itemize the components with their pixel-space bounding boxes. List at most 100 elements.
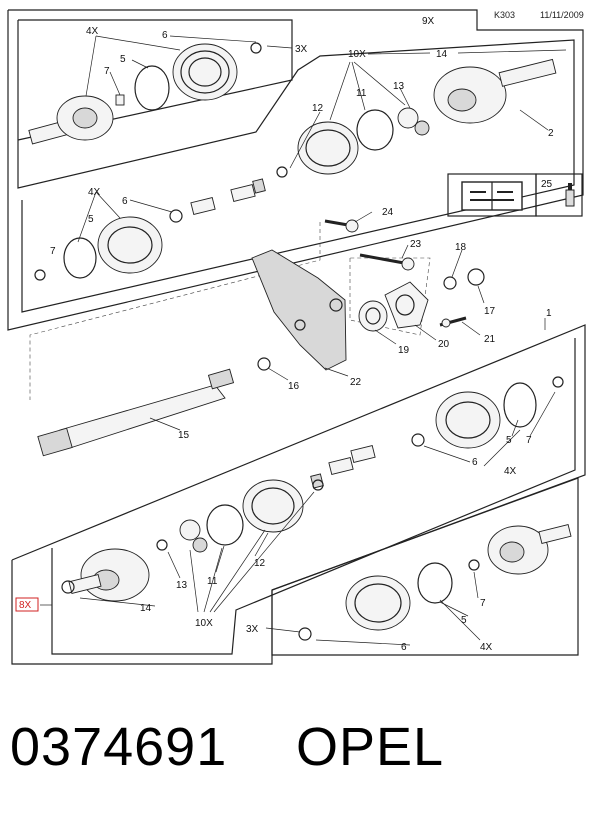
small-clamp-12-bottom [312, 479, 324, 491]
upper-shaft-outer-frame [7, 9, 584, 331]
callout-19: 19 [398, 345, 410, 356]
cv-boot-inner-top [297, 121, 359, 175]
clamp-ring-11-top [356, 109, 394, 151]
tripod-spider-13-bottom [179, 519, 208, 553]
callout-10x-top: 10X [348, 49, 366, 60]
callout-2: 2 [548, 128, 554, 139]
callout-6-c: 6 [472, 457, 478, 468]
outer-joint-kit-frame-bottom [271, 477, 579, 656]
callout-16: 16 [288, 381, 300, 392]
highlight-box-8x [15, 597, 39, 612]
clamp-ring-5-d [417, 562, 453, 604]
callout-20: 20 [438, 339, 450, 350]
small-clamp-6-d [298, 627, 312, 641]
bearing-19 [358, 300, 388, 332]
callout-3x-bottom: 3X [246, 624, 259, 635]
circlip-7-d [468, 559, 480, 571]
callout-4x-c: 4X [504, 466, 517, 477]
callout-4x-a: 4X [86, 26, 99, 37]
circlip-16 [257, 357, 271, 371]
shaft-dampers-second-row [190, 178, 266, 216]
brand-name: OPEL [296, 717, 445, 777]
callout-6-d: 6 [401, 642, 407, 653]
grease-tube-icon [565, 183, 575, 207]
callout-10x-bottom: 10X [195, 618, 213, 629]
cv-boot-top-outer [172, 43, 238, 101]
callout-11-top: 11 [356, 88, 367, 99]
clamp-ring-5-second [63, 237, 97, 279]
small-clamp-6-top [250, 42, 262, 54]
circlip-7-c [552, 376, 564, 388]
callout-4x-b: 4X [88, 187, 101, 198]
part-number: 0374691 [10, 717, 228, 777]
washer-18 [443, 276, 457, 290]
callout-22: 22 [350, 377, 362, 388]
grease-reference-box [535, 173, 583, 217]
callout-11-bottom: 11 [207, 576, 218, 587]
small-clamp-6-second [169, 209, 183, 223]
intermediate-shaft-15 [37, 368, 235, 457]
callout-7-b: 7 [50, 246, 56, 257]
shaft-dampers-bottom [310, 444, 376, 489]
exploded-driveshaft-diagram: K303 11/11/2009 [7, 9, 586, 665]
callout-5-c: 5 [506, 435, 512, 446]
circlip-bottom-left [61, 580, 75, 594]
manual-wrench-icon [461, 181, 523, 211]
callout-5-b: 5 [88, 214, 94, 225]
callout-17: 17 [484, 306, 496, 317]
bolt-23 [359, 253, 415, 271]
callout-18: 18 [455, 242, 467, 253]
bolt-21 [439, 316, 467, 328]
leader-lines-top [77, 35, 567, 243]
cv-boot-inner-bottom [242, 479, 304, 533]
callout-5-a: 5 [120, 54, 126, 65]
upper-shaft-inner-frame [17, 20, 575, 313]
leader-lines-bottom [40, 318, 556, 646]
callout-1: 1 [546, 308, 552, 319]
callout-13-bottom: 13 [176, 580, 188, 591]
callout-7-d: 7 [480, 598, 486, 609]
diagram-code: K303 [494, 10, 515, 20]
callout-25: 25 [541, 179, 553, 190]
callout-5-d: 5 [461, 615, 467, 626]
callout-13-top: 13 [393, 81, 405, 92]
ring-bottom-13 [156, 539, 168, 551]
circlip-7-top [115, 94, 125, 106]
inner-boot-bottom-right [435, 391, 501, 449]
callout-6-a: 6 [162, 30, 168, 41]
diagram-date: 11/11/2009 [540, 10, 584, 20]
callout-8x: 8X [19, 600, 32, 611]
callout-6-b: 6 [122, 196, 128, 207]
support-bracket-22 [251, 249, 347, 371]
circlip-7-second [34, 269, 46, 281]
callout-7-a: 7 [104, 66, 110, 77]
ring-17 [467, 268, 485, 286]
callout-15: 15 [178, 430, 190, 441]
callout-14-bottom: 14 [140, 603, 152, 614]
clamp-ring-11-bottom [206, 504, 244, 546]
small-clamp-6-c [411, 433, 425, 447]
callout-4x-d: 4X [480, 642, 493, 653]
outer-cv-joint-bottom [487, 524, 572, 575]
callout-23: 23 [410, 239, 422, 250]
callout-7-c: 7 [526, 435, 532, 446]
inner-tripod-joint-bottom [68, 548, 150, 602]
leader-lines-middle [149, 211, 485, 431]
clamp-ring-5-c [503, 382, 537, 428]
callout-21: 21 [484, 334, 496, 345]
bolt-24 [324, 219, 359, 233]
outer-cv-joint-top [28, 95, 114, 145]
callout-12-top: 12 [312, 103, 324, 114]
callout-24: 24 [382, 207, 394, 218]
tripod-spider-13-top [397, 107, 430, 136]
callout-9x: 9X [422, 16, 435, 27]
callout-12-bottom: 12 [254, 558, 266, 569]
bearing-housing-20 [384, 281, 429, 329]
cv-boot-outer-bottom [345, 575, 411, 631]
inner-tripod-joint-top [433, 58, 557, 124]
callout-3x-top: 3X [295, 44, 308, 55]
callout-14-top: 14 [436, 49, 448, 60]
lower-shaft-inner-frame [51, 338, 576, 655]
outer-boot-second-row [97, 216, 163, 274]
small-clamp-12-top [276, 166, 288, 178]
